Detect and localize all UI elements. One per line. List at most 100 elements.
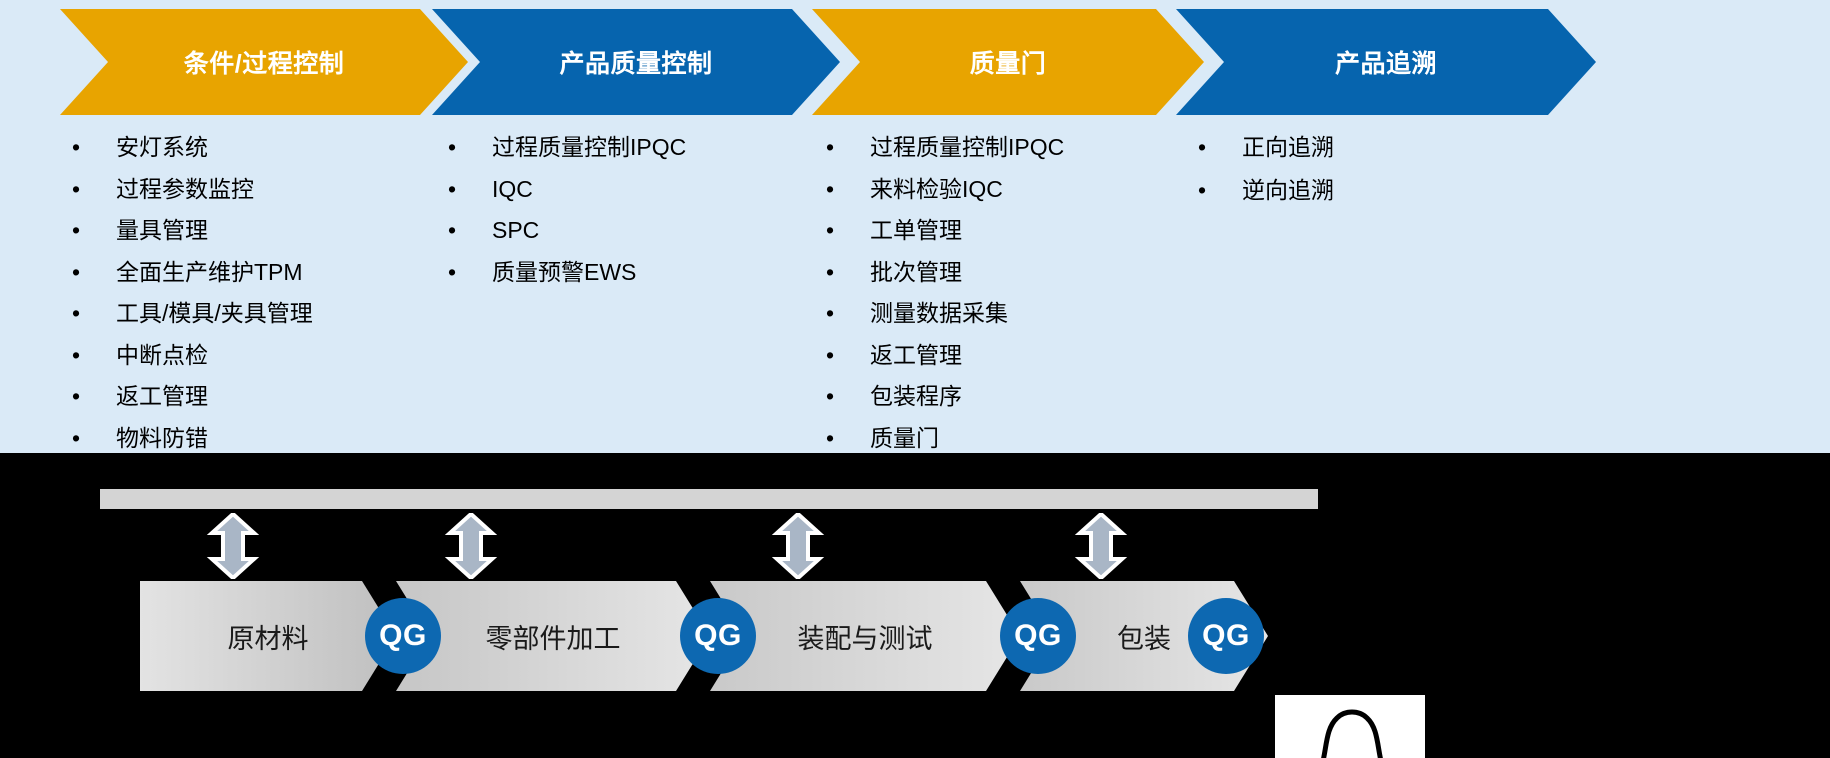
quality-gate-label: QG (694, 619, 742, 652)
process-stage-label: 包装 (1117, 623, 1171, 654)
chevron-header-product-traceability[interactable]: 产品追溯 (1176, 9, 1596, 115)
list-item-label: 逆向追溯 (1242, 177, 1334, 204)
quality-gate-badge[interactable]: QG (1000, 598, 1076, 674)
process-stage-raw-material[interactable]: 原材料 (140, 581, 396, 691)
list-item: • 安灯系统 (72, 132, 432, 163)
list-item-label: 工具/模具/夹具管理 (116, 300, 313, 327)
list-item: • SPC (448, 215, 808, 246)
list-item-label: 质量预警EWS (492, 258, 637, 285)
bullet-dot-icon: • (72, 134, 81, 160)
list-item-label: 过程质量控制IPQC (492, 134, 687, 160)
list-item-label: 工单管理 (870, 217, 962, 244)
double-arrow-up-down-icon (205, 511, 261, 581)
list-item: • 过程质量控制IPQC (826, 132, 1186, 163)
process-stage-label: 零部件加工 (485, 623, 621, 654)
list-item-label: 批次管理 (870, 258, 962, 285)
double-arrow-up-down-icon (770, 511, 826, 581)
quality-gate-label: QG (1014, 619, 1062, 652)
list-item: • 量具管理 (72, 215, 432, 246)
bullet-dot-icon: • (826, 175, 835, 202)
list-item-label: 量具管理 (116, 217, 208, 244)
process-stage-row: 原材料 零部件加工 装配与测试 包装 QG QG QG QG (0, 581, 1830, 758)
list-item: • 来料检验IQC (826, 174, 1186, 205)
list-item: •包装程序 (826, 381, 1186, 412)
list-item-label: 过程质量控制IPQC (870, 134, 1065, 160)
double-arrow-up-down-icon (1073, 511, 1129, 581)
list-item-label: 测量数据采集 (870, 300, 1008, 327)
process-stage-assembly-test[interactable]: 装配与测试 (710, 581, 1020, 691)
list-item-label: 返工管理 (870, 341, 962, 368)
double-arrow-up-down-icon (443, 511, 499, 581)
list-item: • 过程参数监控 (72, 174, 432, 205)
chevron-header-quality-gate[interactable]: 质量门 (812, 9, 1204, 115)
bullet-column-quality-gate: • 过程质量控制IPQC • 来料检验IQC • 工单管理 • 批次管理 • 测量数据采集 • 返工管… (826, 132, 1186, 506)
list-item-label: 质量门 (870, 424, 939, 451)
list-item: • 批次管理 (826, 257, 1186, 288)
bullet-dot-icon: • (1198, 177, 1207, 204)
quality-gate-label: QG (1202, 619, 1250, 652)
quality-gate-label: QG (379, 619, 427, 652)
list-item: • 中断点检 (72, 340, 432, 371)
list-item: • 正向追溯 (1198, 132, 1558, 163)
list-item-label: IQC (492, 175, 533, 202)
bullet-dot-icon: • (826, 217, 835, 244)
bullet-column-condition-process-control: • 安灯系统 • 过程参数监控 • 量具管理 • 全面生产维护TPM • 工具/模具/夹具管理 • 中… (72, 132, 432, 506)
bullet-dot-icon: • (826, 341, 835, 368)
quality-gate-badge[interactable]: QG (1188, 598, 1264, 674)
list-item: • 全面生产维护TPM (72, 257, 432, 288)
bullet-dot-icon: • (1198, 134, 1207, 160)
bell-curve-distribution-icon (1275, 695, 1425, 758)
process-flow-panel: 原材料 零部件加工 装配与测试 包装 QG QG QG QG (0, 453, 1830, 758)
bullet-dot-icon: • (448, 217, 457, 244)
process-stage-part-machining[interactable]: 零部件加工 (396, 581, 710, 691)
bullet-dot-icon: • (826, 134, 835, 160)
bullet-dot-icon: • (826, 258, 835, 285)
list-item: • 工单管理 (826, 215, 1186, 246)
list-item-label: 物料防错 (116, 424, 208, 451)
list-item-label: 安灯系统 (116, 134, 208, 160)
list-item-label: 过程参数监控 (116, 175, 254, 202)
list-item-label: 返工管理 (116, 383, 208, 410)
quality-gate-badge[interactable]: QG (680, 598, 756, 674)
list-item-label: 中断点检 (116, 341, 208, 368)
list-item-label: 正向追溯 (1242, 134, 1334, 160)
list-item: • 质量门 (826, 423, 1186, 454)
bullet-dot-icon: • (72, 341, 81, 368)
bullet-dot-icon: • (72, 383, 81, 410)
list-item: • 过程质量控制IPQC (448, 132, 808, 163)
bullet-dot-icon: • (72, 258, 81, 285)
chevron-header-condition-process-control[interactable]: 条件/过程控制 (60, 9, 468, 115)
bullet-dot-icon: • (448, 175, 457, 202)
top-content-panel: 条件/过程控制 产品质量控制 质量门 产品追溯 • 安灯系统 • 过程参数监控 • 量具管… (0, 0, 1830, 533)
bullet-dot-icon: • (72, 300, 81, 327)
bullet-dot-icon: • (826, 424, 835, 451)
bullet-dot-icon: • (72, 217, 81, 244)
list-item: • 质量预警EWS (448, 257, 808, 288)
chevron-header-label: 条件/过程控制 (183, 50, 345, 78)
bullet-dot-icon: • (826, 383, 835, 410)
bullet-dot-icon: • (72, 175, 81, 202)
chevron-header-band: 条件/过程控制 产品质量控制 质量门 产品追溯 (0, 9, 1830, 115)
plant-level-bar (100, 489, 1318, 509)
list-item-label: 全面生产维护TPM (116, 258, 303, 285)
quality-gate-badge[interactable]: QG (365, 598, 441, 674)
process-stage-label: 原材料 (227, 623, 309, 654)
bullet-column-product-quality-control: • 过程质量控制IPQC • IQC • SPC • 质量预警EWS (448, 132, 808, 298)
bullet-dot-icon: • (826, 300, 835, 327)
bullet-column-product-traceability: • 正向追溯 • 逆向追溯 (1198, 132, 1558, 218)
list-item: • 返工管理 (72, 381, 432, 412)
list-item-label: 来料检验IQC (870, 175, 1003, 202)
list-item: • IQC (448, 174, 808, 205)
chevron-header-label: 质量门 (969, 50, 1047, 78)
list-item-label: SPC (492, 217, 540, 244)
list-item: • 工具/模具/夹具管理 (72, 298, 432, 329)
bullet-dot-icon: • (448, 258, 457, 285)
chevron-header-product-quality-control[interactable]: 产品质量控制 (432, 9, 840, 115)
bullet-dot-icon: • (448, 134, 457, 160)
list-item: • 测量数据采集 (826, 298, 1186, 329)
process-stage-label: 装配与测试 (797, 623, 933, 654)
list-item: • 逆向追溯 (1198, 175, 1558, 206)
chevron-header-label: 产品追溯 (1334, 50, 1437, 78)
list-item: •物料防错 (72, 423, 432, 454)
